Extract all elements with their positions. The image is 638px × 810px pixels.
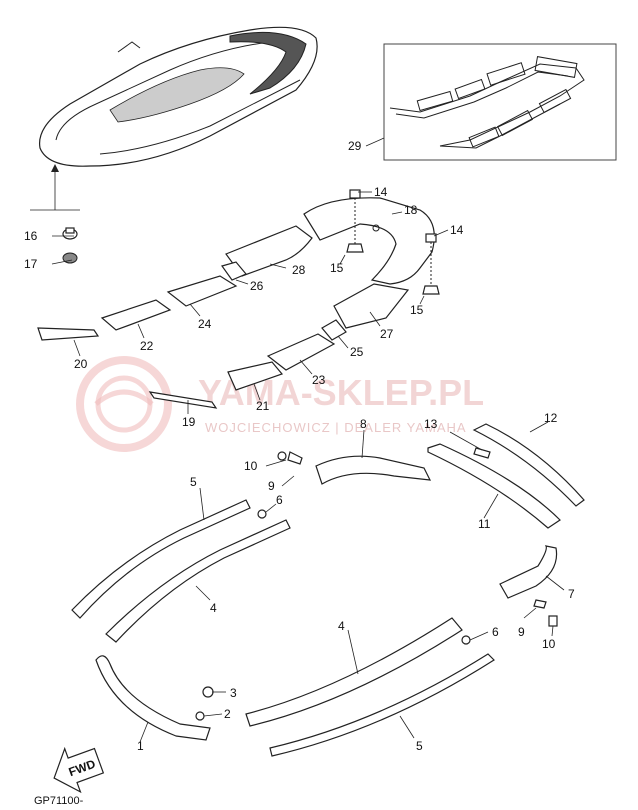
callout-19: 19 — [182, 415, 196, 429]
callout-17: 17 — [24, 257, 38, 271]
callout-4-upper: 4 — [210, 601, 217, 615]
callout-26: 26 — [250, 279, 264, 293]
callout-25: 25 — [350, 345, 364, 359]
callout-29: 29 — [348, 139, 362, 153]
callout-10-lower: 10 — [542, 637, 556, 651]
callout-11: 11 — [478, 517, 491, 531]
callout-20: 20 — [74, 357, 88, 371]
jetski-overview — [38, 26, 318, 167]
callout-5-lower: 5 — [416, 739, 423, 753]
callout-27: 27 — [380, 327, 394, 341]
callout-18: 18 — [404, 203, 418, 217]
callout-16: 16 — [24, 229, 38, 243]
callout-28: 28 — [292, 263, 306, 277]
callout-7: 7 — [568, 587, 575, 601]
callout-10-upper: 10 — [244, 459, 258, 473]
diagram-code: GP71100- — [34, 795, 84, 807]
callout-21: 21 — [256, 399, 270, 413]
callout-6-lower: 6 — [492, 625, 499, 639]
callout-15-right: 15 — [410, 303, 424, 317]
callout-9-upper: 9 — [268, 479, 275, 493]
callout-23: 23 — [312, 373, 326, 387]
watermark-logo-icon — [76, 356, 172, 452]
deck-mats — [37, 197, 435, 409]
callout-3: 3 — [230, 686, 237, 700]
inset-box — [383, 43, 617, 161]
callout-6-upper: 6 — [276, 493, 283, 507]
leader-lines — [51, 191, 565, 743]
callout-15-left: 15 — [330, 261, 344, 275]
callout-4-lower: 4 — [338, 619, 345, 633]
callout-1: 1 — [137, 739, 144, 753]
callout-9-lower: 9 — [518, 625, 525, 639]
fwd-arrow-icon: FWD — [53, 746, 105, 794]
callout-8: 8 — [360, 417, 367, 431]
callout-24: 24 — [198, 317, 212, 331]
callout-22: 22 — [140, 339, 154, 353]
callout-14-left: 14 — [374, 185, 388, 199]
fasteners — [62, 189, 440, 295]
callout-12: 12 — [544, 411, 558, 425]
callouts: 1 2 3 4 4 5 5 6 6 7 8 9 9 10 10 11 12 13… — [24, 139, 575, 753]
callout-14-right: 14 — [450, 223, 464, 237]
watermark-dealer: WOJCIECHOWICZ | DEALER YAMAHA — [205, 420, 467, 435]
callout-2: 2 — [224, 707, 231, 721]
callout-13: 13 — [424, 417, 438, 431]
gunwale-parts — [71, 423, 585, 757]
callout-5-upper: 5 — [190, 475, 197, 489]
